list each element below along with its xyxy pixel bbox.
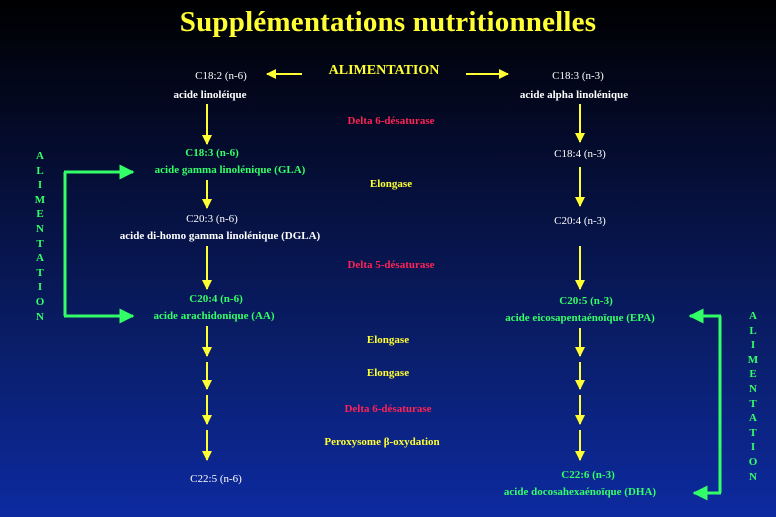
enzyme-delta6-desaturase-2: Delta 6-désaturase [344,403,432,415]
side-label-letter: N [749,382,757,395]
enzyme-elongase-1: Elongase [369,178,413,190]
side-label-letter: O [748,455,758,468]
side-label-letter: T [749,397,757,410]
left-n1-code: C18:2 (n-6) [195,70,247,82]
alimentation-label: ALIMENTATION [328,63,440,78]
left-n4-name: acide arachidonique (AA) [153,310,275,322]
side-label-letter: N [36,222,44,235]
right-n4-name: acide eicosapentaénoïque (EPA) [505,312,655,324]
enzyme-delta6-desaturase: Delta 6-désaturase [347,115,435,127]
left-n5-code: C22:5 (n-6) [190,473,242,485]
side-label-letter: I [37,281,43,294]
left-n1-name: acide linoléique [173,89,247,101]
right-n5-name: acide docosahexaénoïque (DHA) [503,486,657,498]
side-label-letter: T [749,426,757,439]
left-n3-name: acide di-homo gamma linolénique (DGLA) [119,230,321,242]
side-label-letter: E [36,208,44,221]
side-label-letter: N [36,310,44,323]
side-label-letter: A [36,150,44,162]
side-label-letter: A [749,412,757,425]
enzyme-delta5-desaturase: Delta 5-désaturase [347,259,435,271]
side-label-letter: A [36,252,44,265]
side-label-letter: O [35,295,45,308]
right-n1-code: C18:3 (n-3) [552,70,604,82]
side-label-letter: I [750,441,756,454]
right-n5-code: C22:6 (n-3) [561,469,615,481]
left-n2-name: acide gamma linolénique (GLA) [154,164,306,176]
enzyme-elongase-2: Elongase [366,334,410,346]
right-n3-code: C20:4 (n-3) [554,215,606,227]
enzyme-peroxysome-beta-oxidation: Peroxysome β-oxydation [324,436,440,448]
side-label-letter: L [36,164,44,177]
side-label-letter: A [749,310,757,322]
right-n4-code: C20:5 (n-3) [559,295,613,307]
enzyme-elongase-3: Elongase [366,367,410,379]
side-label-letter: I [750,339,756,352]
left-n4-code: C20:4 (n-6) [189,293,243,305]
side-label-letter: N [749,470,757,483]
side-label-letter: E [749,368,757,381]
side-label-letter: I [37,179,43,192]
side-label-letter: T [36,266,44,279]
side-label-letter: T [36,237,44,250]
side-label-letter: L [749,324,757,337]
side-label-letter: M [747,353,759,366]
right-n1-name: acide alpha linolénique [519,89,629,101]
left-n3-code: C20:3 (n-6) [186,213,238,225]
page-title: Supplémentations nutritionnelles [179,6,597,38]
side-label-letter: M [34,193,46,206]
left-n2-code: C18:3 (n-6) [185,147,239,159]
right-n2-code: C18:4 (n-3) [554,148,606,160]
